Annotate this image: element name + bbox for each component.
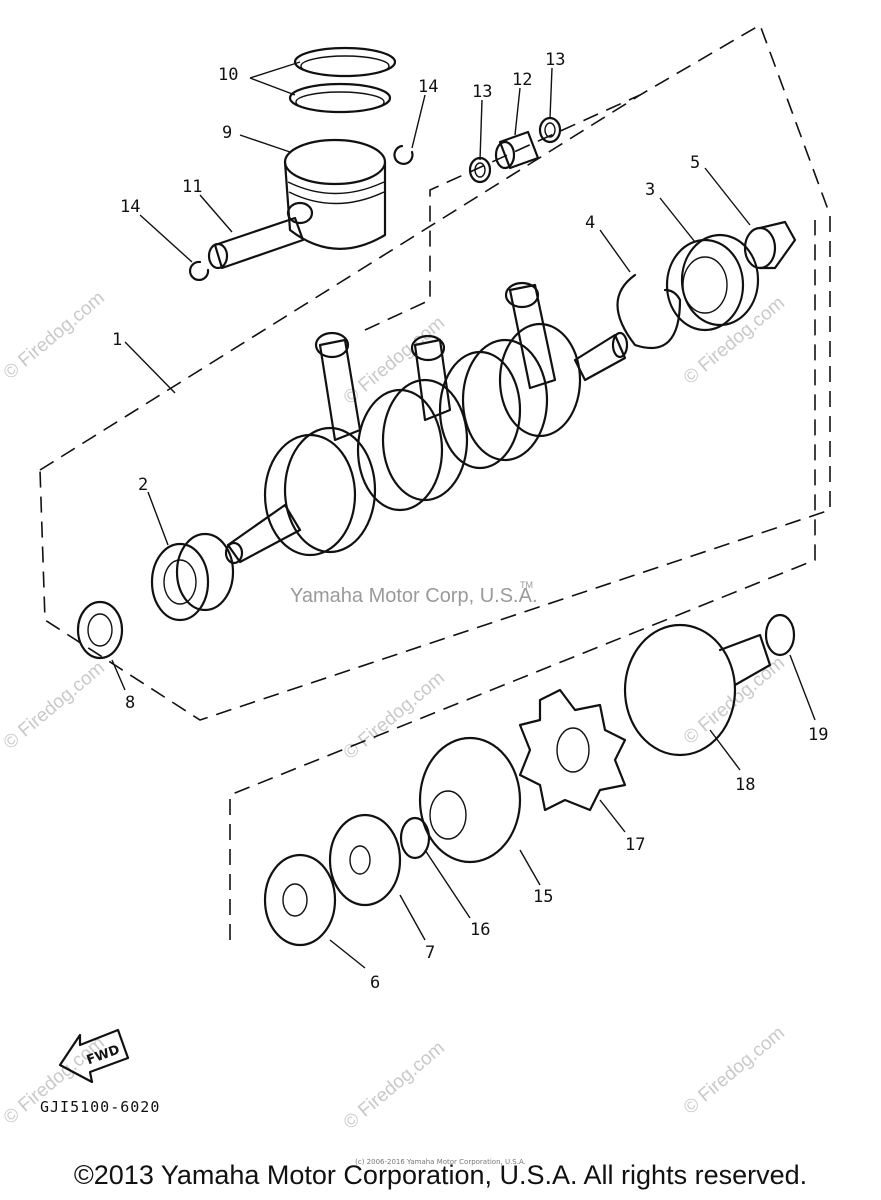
main-bearing-right [665, 233, 760, 332]
callout-label: 14 [418, 77, 438, 97]
piston-rings [288, 46, 397, 114]
callout-label: 6 [370, 973, 380, 993]
callout-label: 9 [222, 123, 232, 143]
collar [743, 220, 797, 270]
callout-label: 7 [425, 943, 435, 963]
o-ring-16 [399, 816, 431, 860]
seal-19 [764, 613, 796, 657]
callout-label: 5 [690, 153, 700, 173]
circlip [393, 144, 414, 165]
crankshaft [224, 281, 629, 565]
needle-bearing [494, 130, 540, 170]
callout-label: 13 [545, 50, 565, 70]
watermark-group: © Firedog.com © Firedog.com © Firedog.co… [0, 287, 789, 1133]
callout-label: 3 [645, 180, 655, 200]
piston-pin [207, 216, 305, 270]
callout-label: 19 [808, 725, 828, 745]
watermark: © Firedog.com [0, 657, 109, 753]
oil-seal-6 [263, 853, 337, 947]
callout-label: 14 [120, 197, 140, 217]
washer [538, 116, 562, 144]
watermark: © Firedog.com [0, 287, 109, 383]
piston [283, 138, 387, 250]
tm-mark: TM [520, 580, 533, 590]
callout-label: 13 [472, 82, 492, 102]
circlip [188, 260, 210, 282]
spacer-7 [328, 813, 402, 907]
copyright-text: ©2013 Yamaha Motor Corporation, U.S.A. A… [73, 1160, 808, 1190]
callout-label: 17 [625, 835, 645, 855]
callout-label: 18 [735, 775, 755, 795]
callout-label: 12 [512, 70, 532, 90]
coupling-15 [418, 736, 522, 864]
crankshaft-assembly-boundary [39, 23, 831, 721]
coupling-18 [623, 623, 772, 757]
watermark: © Firedog.com [340, 1037, 449, 1133]
part-code: GJI5100-6020 [40, 1098, 161, 1116]
damper-17 [518, 688, 627, 812]
callout-label: 8 [125, 693, 135, 713]
callout-label: 11 [182, 177, 202, 197]
crank-circlip [616, 273, 682, 350]
piston-assembly-boundary [364, 94, 641, 331]
watermark: © Firedog.com [680, 1022, 789, 1118]
main-bearing-left [150, 532, 235, 622]
impeller-assembly-boundary [229, 220, 816, 940]
watermark: © Firedog.com [340, 667, 449, 763]
callout-label: 15 [533, 887, 553, 907]
watermark: © Firedog.com [680, 292, 789, 388]
small-copyright: (c) 2006-2016 Yamaha Motor Corporation, … [355, 1158, 526, 1166]
center-watermark: Yamaha Motor Corp, U.S.A. [290, 585, 538, 607]
oil-seal [76, 600, 124, 660]
callout-label: 10 [218, 65, 238, 85]
callout-label: 16 [470, 920, 490, 940]
callout-label: 2 [138, 475, 148, 495]
callout-label: 1 [112, 330, 122, 350]
leader-lines [111, 61, 816, 969]
callout-label: 4 [585, 213, 595, 233]
